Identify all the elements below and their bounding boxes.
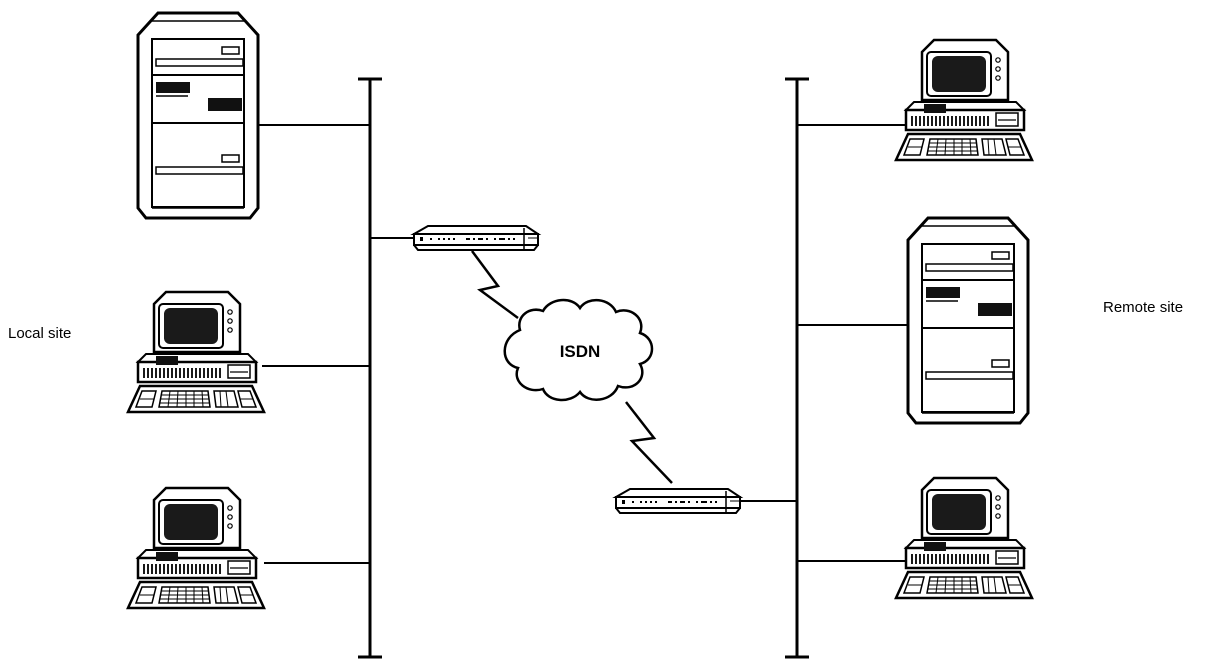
- local-drop-cables: [258, 124, 414, 564]
- local-workstation-2-icon: [126, 486, 266, 610]
- remote-workstation-1-icon: [894, 38, 1034, 162]
- cloud-label: ISDN: [560, 342, 601, 361]
- isdn-link-local: [470, 250, 519, 320]
- local-server-icon: [136, 11, 260, 220]
- remote-lan-bus: [785, 77, 809, 659]
- local-router-icon: [413, 225, 539, 251]
- remote-router-icon: [615, 488, 741, 514]
- isdn-link-remote: [625, 401, 673, 484]
- local-lan-bus: [358, 77, 382, 659]
- remote-drop-cables: [741, 124, 910, 562]
- remote-site-label: Remote site: [1103, 299, 1184, 316]
- local-site-label: Local site: [8, 325, 72, 342]
- remote-server-icon: [906, 216, 1030, 425]
- isdn-cloud-icon: ISDN: [503, 298, 654, 402]
- remote-workstation-2-icon: [894, 476, 1034, 600]
- local-workstation-1-icon: [126, 290, 266, 414]
